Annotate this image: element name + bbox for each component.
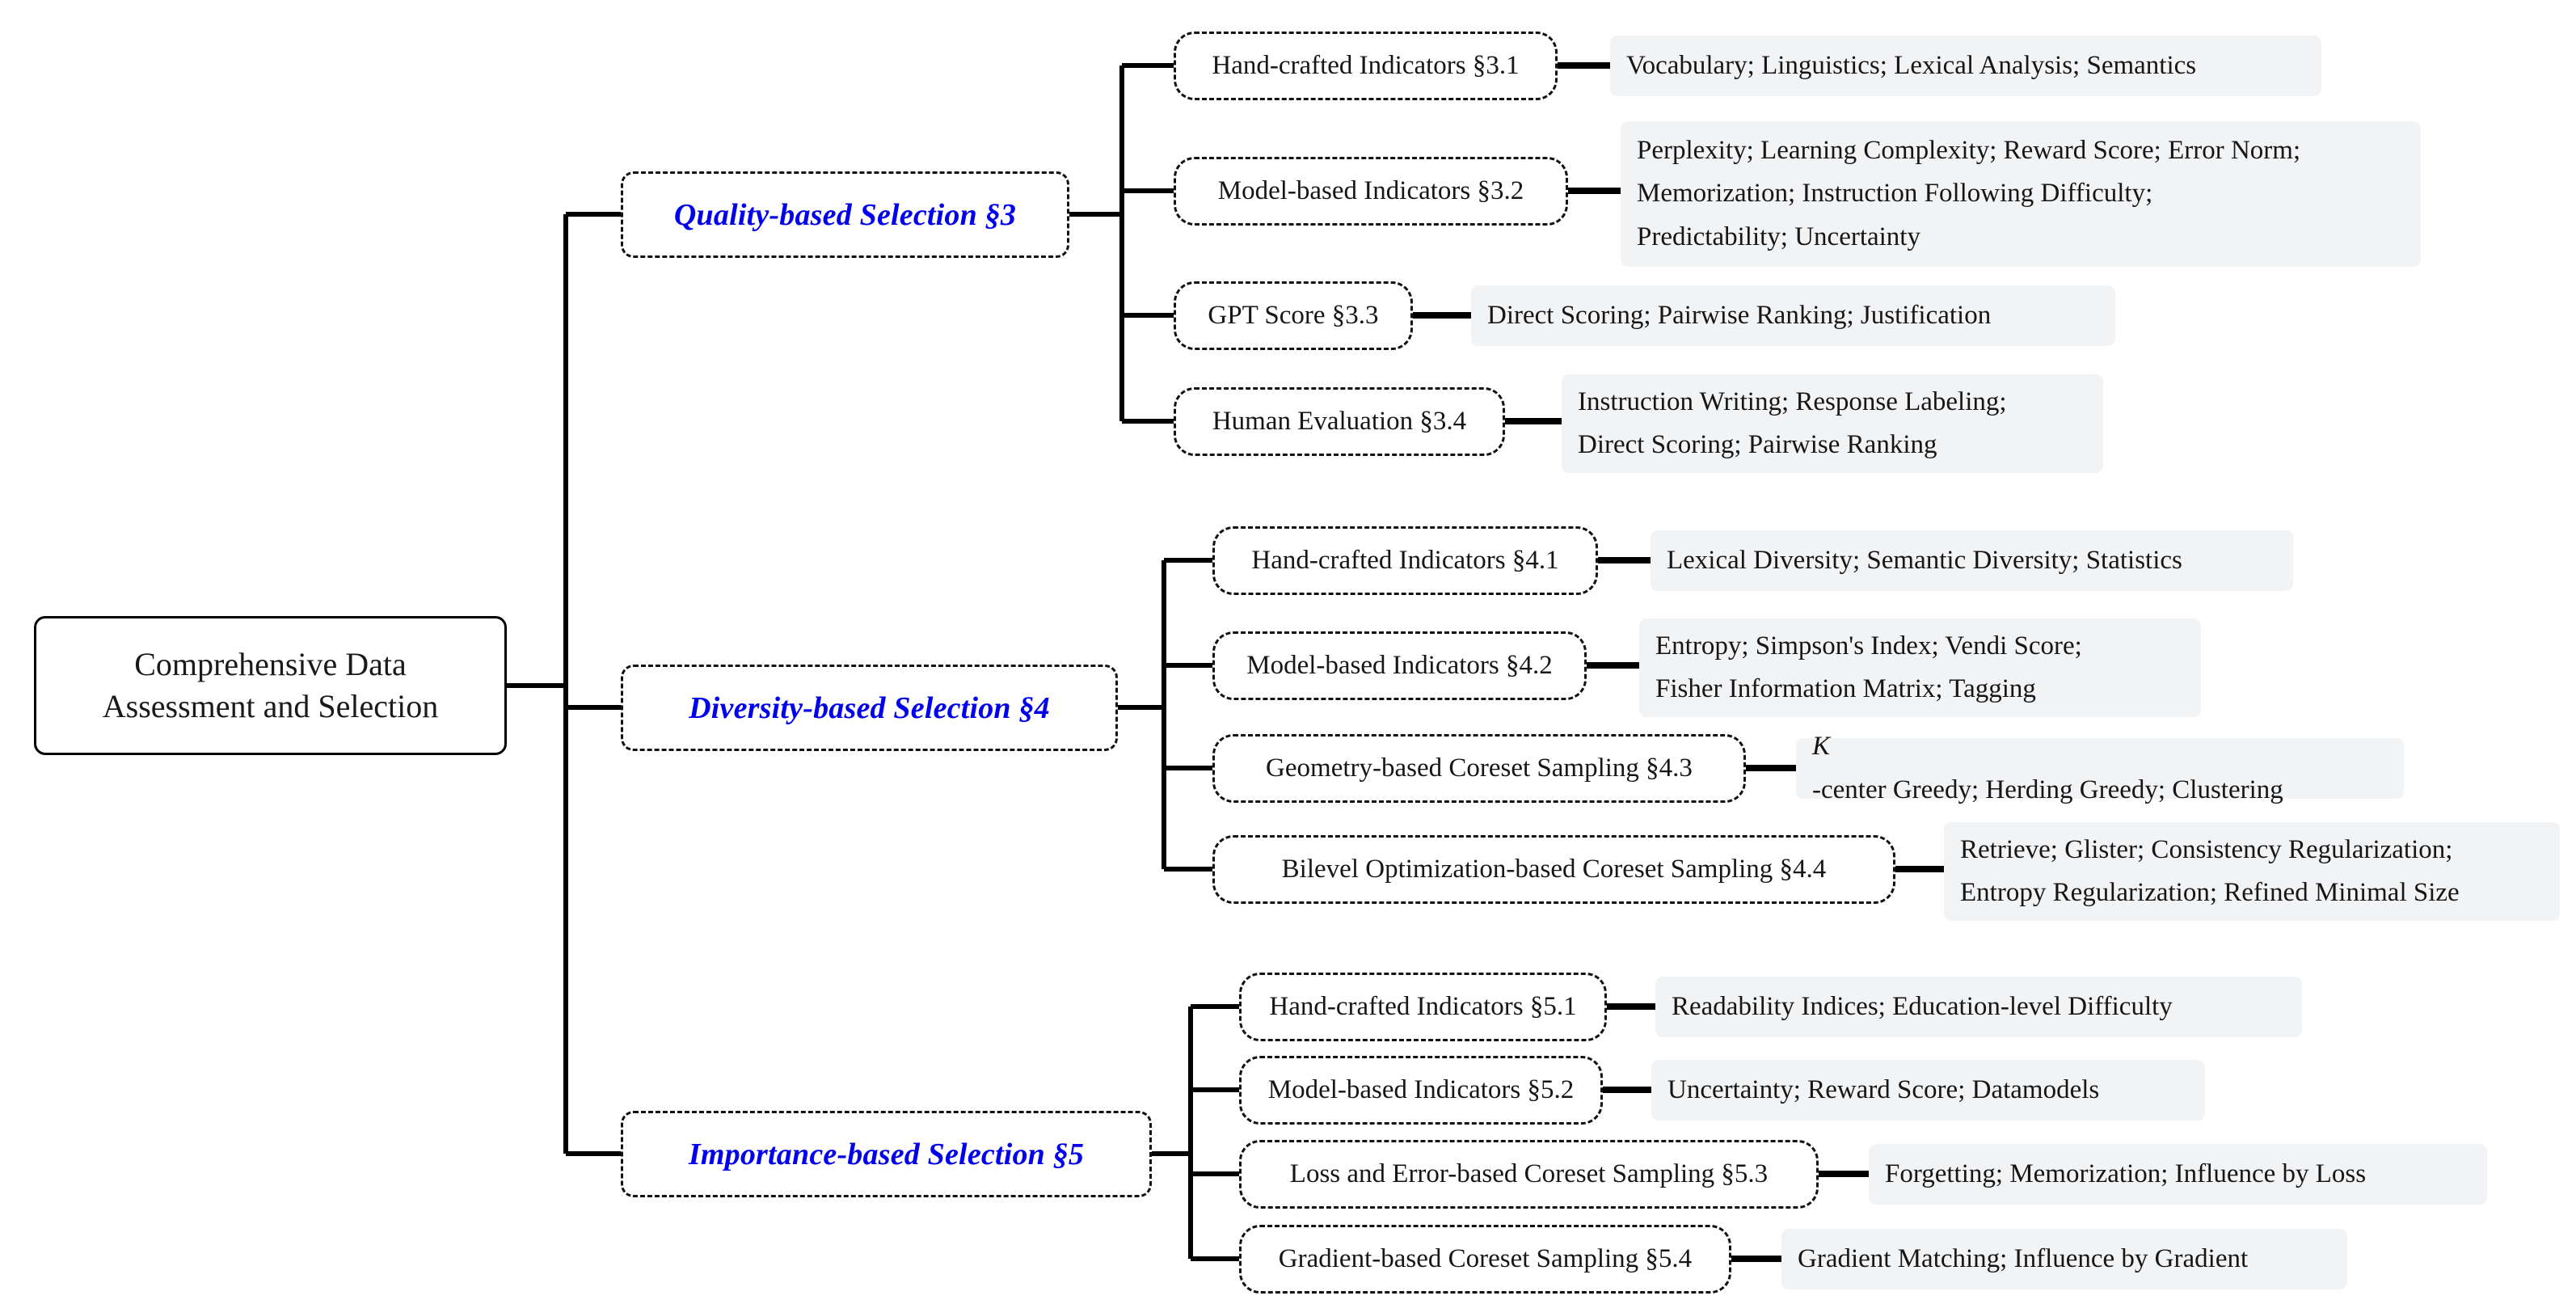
topic-label: Human Evaluation §3.4	[1212, 406, 1467, 436]
topic-label: Hand-crafted Indicators §3.1	[1212, 50, 1520, 80]
topic-node-gpt-score-3-3[interactable]: GPT Score §3.3	[1174, 281, 1413, 350]
topic-node-hand-crafted-5-1[interactable]: Hand-crafted Indicators §5.1	[1239, 973, 1607, 1041]
topic-node-model-based-3-2[interactable]: Model-based Indicators §3.2	[1174, 157, 1568, 226]
detail-line: Entropy Regularization; Refined Minimal …	[1960, 878, 2460, 907]
detail-box-5-2: Uncertainty; Reward Score; Datamodels	[1651, 1060, 2205, 1121]
topic-node-human-evaluation-3-4[interactable]: Human Evaluation §3.4	[1174, 387, 1505, 456]
branch-node-diversity[interactable]: Diversity-based Selection §4	[621, 665, 1118, 751]
detail-box-3-4: Instruction Writing; Response Labeling; …	[1562, 374, 2103, 473]
detail-box-4-3: K -center Greedy; Herding Greedy; Cluster…	[1796, 732, 2404, 804]
topic-label: Model-based Indicators §4.2	[1246, 650, 1553, 680]
topic-node-hand-crafted-4-1[interactable]: Hand-crafted Indicators §4.1	[1212, 526, 1598, 595]
topic-label: Loss and Error-based Coreset Sampling §5…	[1289, 1159, 1769, 1188]
branch-label-importance: Importance-based Selection §5	[688, 1137, 1085, 1171]
detail-line: Memorization; Instruction Following Diff…	[1637, 179, 2153, 209]
detail-rest: -center Greedy; Herding Greedy; Clusteri…	[1812, 775, 2283, 804]
topic-node-gradient-coreset-5-4[interactable]: Gradient-based Coreset Sampling §5.4	[1239, 1225, 1731, 1294]
detail-line: Retrieve; Glister; Consistency Regulariz…	[1960, 834, 2453, 864]
root-label-line2: Assessment and Selection	[102, 688, 439, 724]
topic-label: GPT Score §3.3	[1208, 300, 1379, 330]
detail-line: Fisher Information Matrix; Tagging	[1655, 674, 2036, 703]
topic-label: Model-based Indicators §3.2	[1217, 175, 1524, 205]
detail-box-5-4: Gradient Matching; Influence by Gradient	[1781, 1229, 2347, 1289]
detail-line: Entropy; Simpson's Index; Vendi Score;	[1655, 631, 2082, 661]
topic-node-loss-error-coreset-5-3[interactable]: Loss and Error-based Coreset Sampling §5…	[1239, 1140, 1819, 1209]
detail-box-3-3: Direct Scoring; Pairwise Ranking; Justif…	[1471, 285, 2115, 346]
detail-line: K -center Greedy; Herding Greedy; Cluster…	[1812, 725, 2283, 812]
topic-label: Model-based Indicators §5.2	[1267, 1074, 1575, 1104]
detail-line: Readability Indices; Education-level Dif…	[1672, 991, 2173, 1021]
topic-node-bilevel-coreset-4-4[interactable]: Bilevel Optimization-based Coreset Sampl…	[1212, 835, 1895, 904]
topic-label: Gradient-based Coreset Sampling §5.4	[1278, 1243, 1693, 1273]
detail-line: Direct Scoring; Pairwise Ranking; Justif…	[1487, 300, 1992, 330]
topic-label: Bilevel Optimization-based Coreset Sampl…	[1281, 854, 1827, 884]
detail-line: Uncertainty; Reward Score; Datamodels	[1667, 1074, 2100, 1104]
detail-line: Forgetting; Memorization; Influence by L…	[1885, 1159, 2367, 1188]
topic-label: Hand-crafted Indicators §4.1	[1251, 545, 1559, 575]
detail-box-3-1: Vocabulary; Linguistics; Lexical Analysi…	[1610, 36, 2321, 96]
topic-node-hand-crafted-3-1[interactable]: Hand-crafted Indicators §3.1	[1174, 32, 1558, 100]
detail-box-5-1: Readability Indices; Education-level Dif…	[1655, 977, 2302, 1037]
detail-line: Lexical Diversity; Semantic Diversity; S…	[1667, 545, 2182, 575]
detail-box-4-4: Retrieve; Glister; Consistency Regulariz…	[1944, 822, 2560, 921]
topic-node-model-based-4-2[interactable]: Model-based Indicators §4.2	[1212, 631, 1587, 700]
topic-label: Geometry-based Coreset Sampling §4.3	[1266, 753, 1693, 783]
detail-box-5-3: Forgetting; Memorization; Influence by L…	[1869, 1144, 2487, 1205]
root-node[interactable]: Comprehensive Data Assessment and Select…	[34, 616, 507, 755]
topic-label: Hand-crafted Indicators §5.1	[1269, 991, 1577, 1021]
detail-line: Gradient Matching; Influence by Gradient	[1798, 1243, 2249, 1273]
detail-line: Predictability; Uncertainty	[1637, 222, 1920, 251]
topic-node-geometry-coreset-4-3[interactable]: Geometry-based Coreset Sampling §4.3	[1212, 734, 1746, 803]
branch-label-diversity: Diversity-based Selection §4	[689, 690, 1050, 725]
detail-line: Direct Scoring; Pairwise Ranking	[1578, 430, 1937, 459]
detail-line: Instruction Writing; Response Labeling;	[1578, 386, 2007, 416]
detail-box-3-2: Perplexity; Learning Complexity; Reward …	[1621, 121, 2421, 267]
root-label-line1: Comprehensive Data	[134, 646, 407, 682]
detail-line: Vocabulary; Linguistics; Lexical Analysi…	[1626, 50, 2197, 80]
detail-box-4-2: Entropy; Simpson's Index; Vendi Score; F…	[1639, 618, 2201, 717]
branch-node-importance[interactable]: Importance-based Selection §5	[621, 1111, 1152, 1197]
topic-node-model-based-5-2[interactable]: Model-based Indicators §5.2	[1239, 1056, 1603, 1125]
branch-label-quality: Quality-based Selection §3	[673, 197, 1017, 232]
detail-emphasis: K	[1812, 732, 1831, 762]
detail-line: Perplexity; Learning Complexity; Reward …	[1637, 135, 2301, 165]
branch-node-quality[interactable]: Quality-based Selection §3	[621, 171, 1069, 258]
detail-box-4-1: Lexical Diversity; Semantic Diversity; S…	[1651, 530, 2293, 591]
